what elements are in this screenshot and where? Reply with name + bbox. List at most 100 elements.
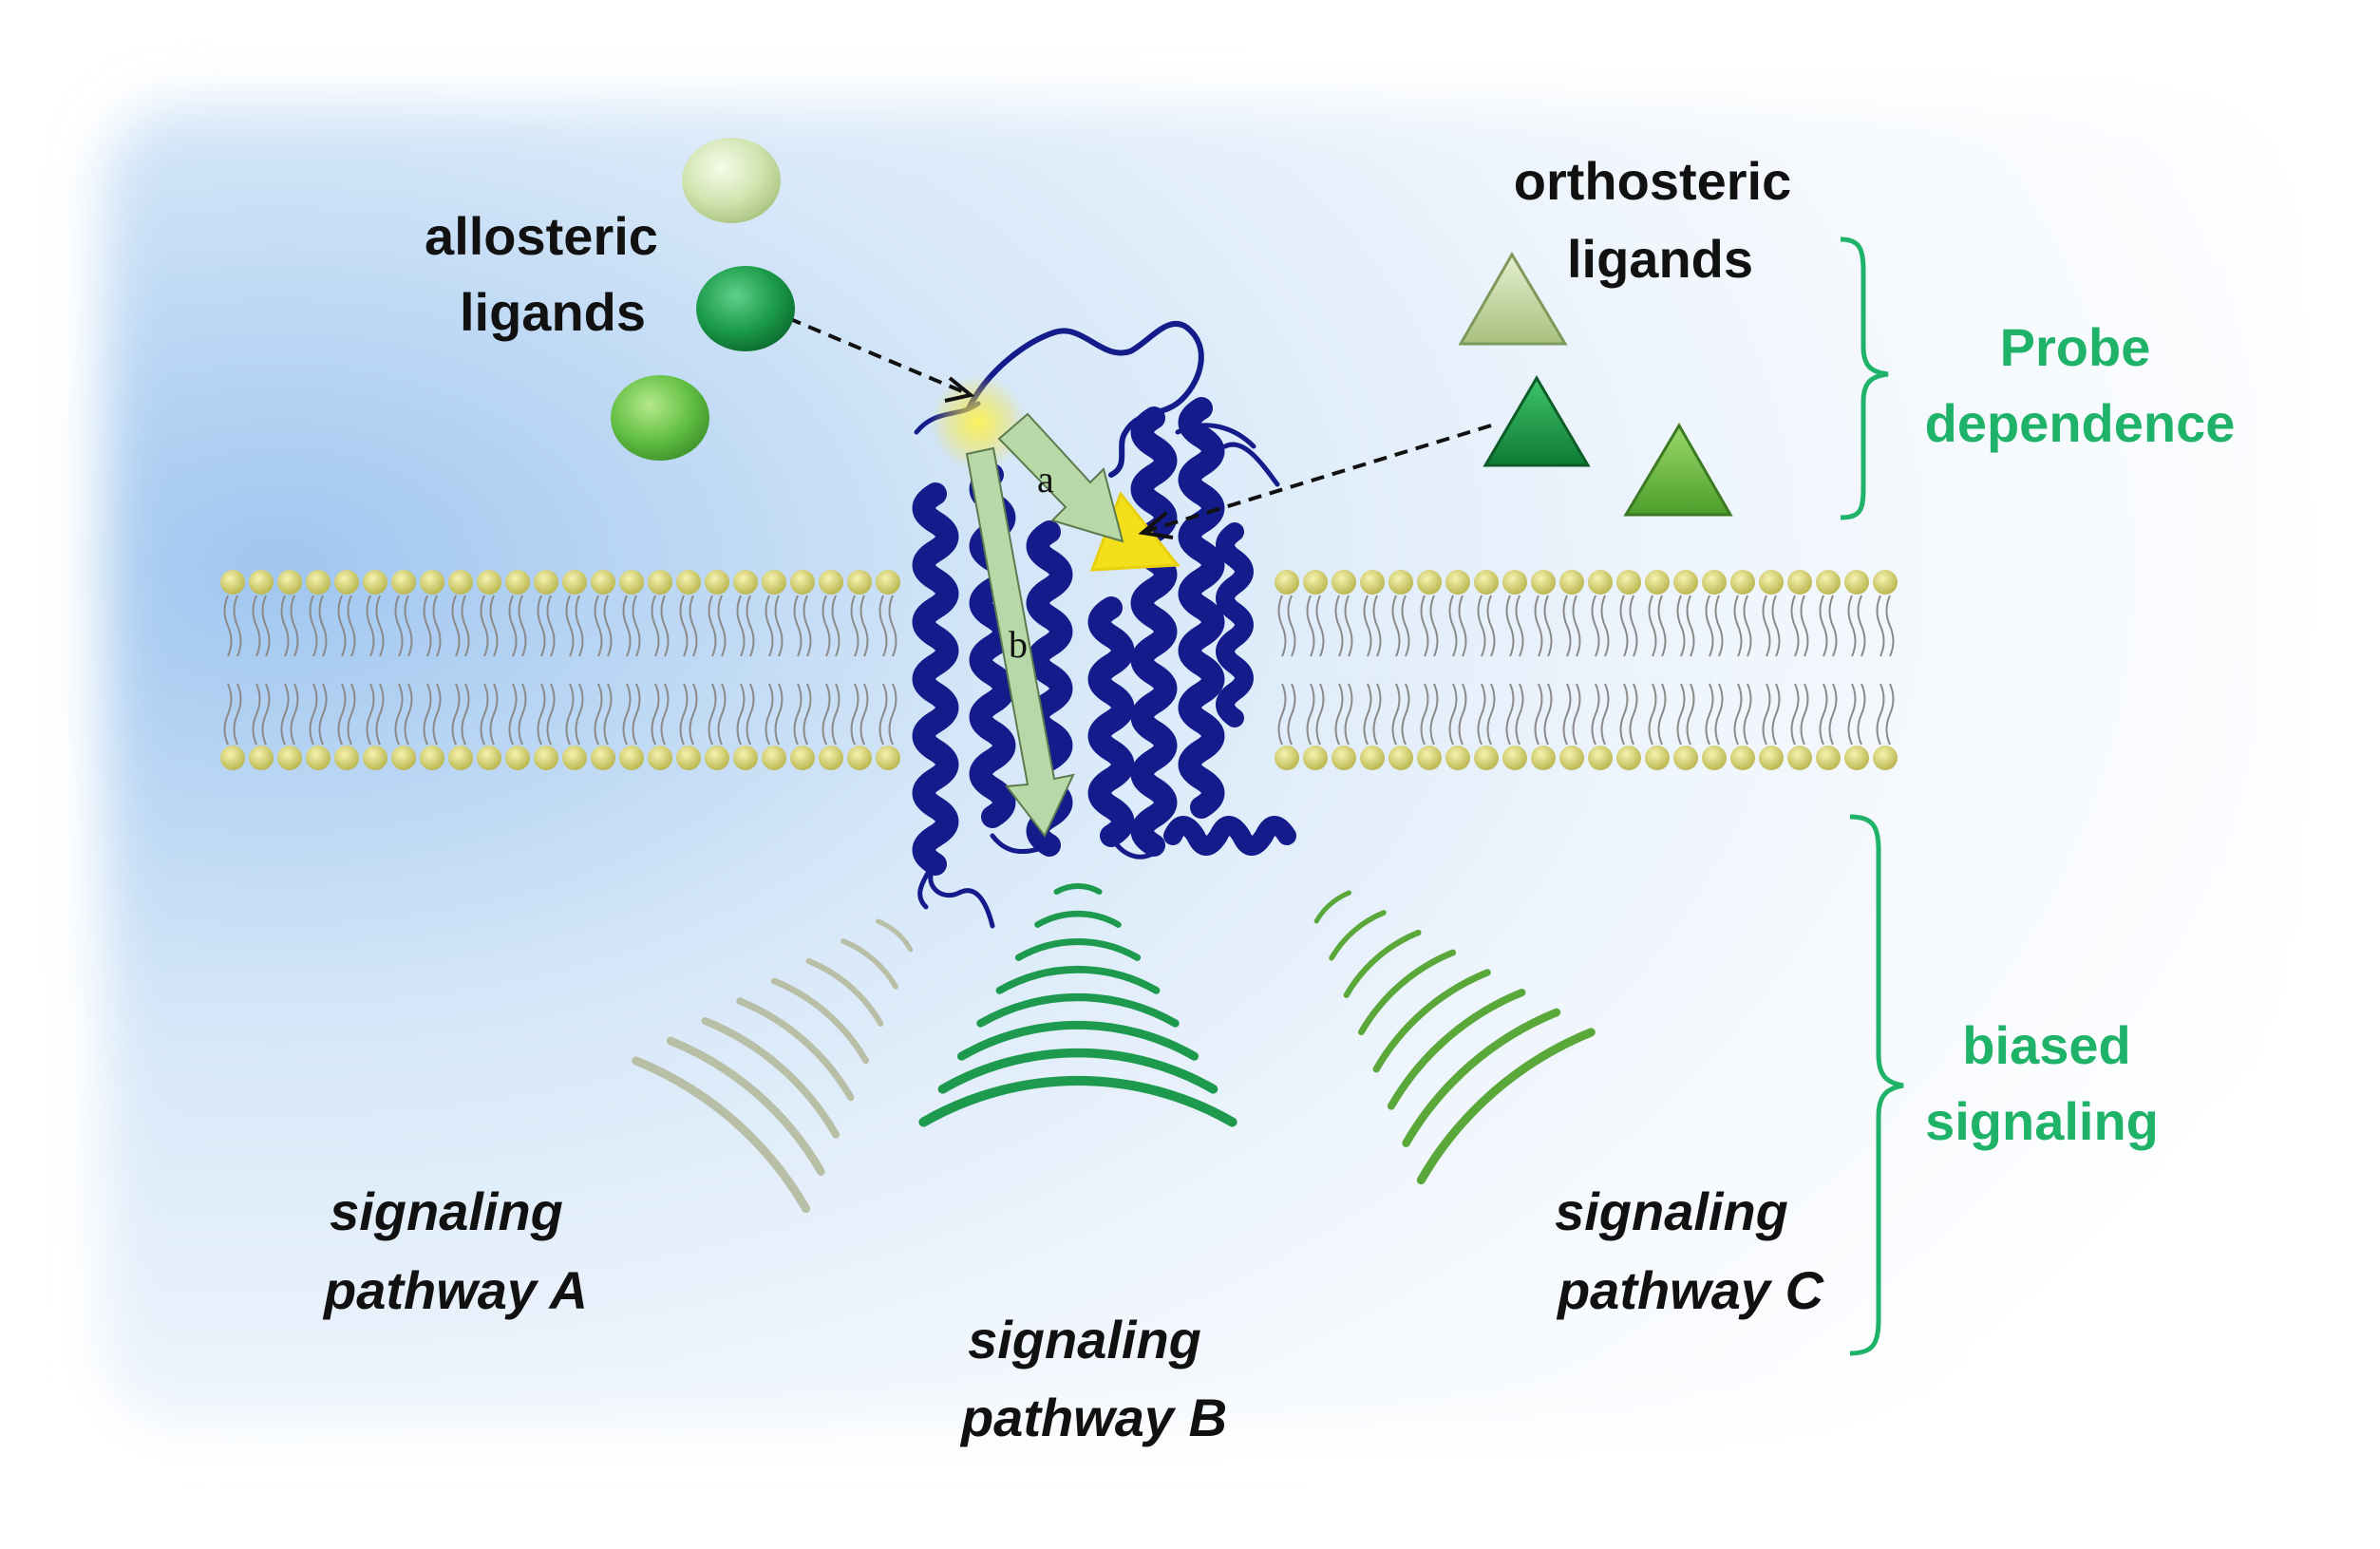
lipid-tail — [252, 595, 271, 657]
lipid-head — [1816, 746, 1841, 770]
lipid-tail — [309, 683, 328, 746]
lipid-tail — [1648, 595, 1667, 657]
lipid-head — [1303, 570, 1328, 595]
orthosteric-label-line2: ligands — [1567, 229, 1753, 289]
sphere-light-icon — [682, 138, 781, 223]
lipid-tail — [223, 683, 242, 746]
lipid-tail — [1391, 595, 1410, 657]
lipid-tail — [793, 683, 812, 746]
lipid-tail — [651, 683, 670, 746]
lipid-tail — [366, 595, 385, 657]
lipid-tail — [223, 595, 242, 657]
lipid-tail — [850, 683, 869, 746]
lipid-head — [1502, 746, 1527, 770]
signal-wave — [770, 977, 869, 1065]
lipid-tail — [765, 595, 784, 657]
lipid-head — [1559, 746, 1584, 770]
lipid-tail — [679, 595, 698, 657]
lipid-head — [847, 570, 872, 595]
lipid-tail — [736, 595, 755, 657]
lipid-head — [876, 746, 900, 770]
lipid-tail — [508, 595, 527, 657]
lipid-tail — [1676, 683, 1695, 746]
lipid-tail — [252, 683, 271, 746]
lipid-tail — [1477, 683, 1496, 746]
lipid-tail — [1420, 683, 1439, 746]
triangle-light-icon — [1458, 252, 1568, 346]
lipid-tail — [1420, 595, 1439, 657]
lipid-head — [790, 570, 815, 595]
lipid-tail — [451, 683, 470, 746]
lipid-head — [534, 746, 558, 770]
lipid-head — [1873, 570, 1898, 595]
lipid-tail — [622, 595, 641, 657]
lipid-head — [1702, 570, 1727, 595]
pathway-b-waves — [918, 883, 1237, 1127]
allosteric-ligand-icons — [611, 138, 795, 461]
lipid-tail — [878, 595, 897, 657]
lipid-tail — [1448, 683, 1467, 746]
lipid-tail — [594, 595, 613, 657]
lipid-head — [648, 570, 672, 595]
lipid-head — [1474, 746, 1499, 770]
lipid-head — [277, 746, 302, 770]
lipid-tail — [1790, 683, 1809, 746]
lipid-tail — [451, 595, 470, 657]
signal-wave — [841, 938, 898, 990]
lipid-head — [676, 570, 701, 595]
probe-label-line1: Probe — [2000, 317, 2151, 377]
lipid-tail — [1591, 595, 1610, 657]
lipid-head — [1730, 570, 1755, 595]
lipid-head — [220, 746, 245, 770]
signal-wave — [805, 957, 884, 1027]
lipid-head — [477, 570, 501, 595]
lipid-head — [1417, 570, 1442, 595]
helix-1 — [912, 482, 959, 876]
lipid-head — [676, 746, 701, 770]
lipid-tail — [1876, 683, 1895, 746]
lipid-head — [1844, 746, 1869, 770]
lipid-head — [249, 746, 274, 770]
lipid-tail — [594, 683, 613, 746]
lipid-head — [1388, 570, 1413, 595]
lipid-tail — [508, 683, 527, 746]
lipid-tail — [537, 683, 556, 746]
lipid-head — [1588, 570, 1613, 595]
signal-wave — [995, 965, 1161, 994]
lipid-head — [334, 746, 359, 770]
lipid-tail — [1847, 595, 1866, 657]
lipid-head — [819, 746, 843, 770]
lipid-head — [1531, 746, 1556, 770]
lipid-head — [1332, 746, 1356, 770]
lipid-tail — [1762, 595, 1781, 657]
lipid-head — [363, 746, 387, 770]
lipid-tail — [1534, 683, 1553, 746]
lipid-head — [648, 746, 672, 770]
signal-wave — [937, 1048, 1218, 1094]
lipid-tail — [1477, 595, 1496, 657]
lipid-head — [1816, 570, 1841, 595]
lipid-head — [1332, 570, 1356, 595]
lipid-head — [591, 746, 615, 770]
pathway-a-label-line1: signaling — [330, 1181, 563, 1241]
lipid-head — [448, 746, 473, 770]
lipid-head — [1844, 570, 1869, 595]
signal-wave — [701, 1017, 841, 1139]
lipid-tail — [1334, 595, 1353, 657]
lipid-tail — [1705, 595, 1724, 657]
lipid-tail — [1534, 595, 1553, 657]
pathway-b-label-line2: pathway B — [959, 1388, 1227, 1447]
helix-4 — [1087, 596, 1135, 847]
allosteric-label-line2: ligands — [460, 282, 646, 342]
lipid-head — [534, 570, 558, 595]
lipid-head — [1616, 746, 1641, 770]
orthosteric-label-line1: orthosteric — [1514, 151, 1792, 211]
lipid-head — [762, 746, 786, 770]
lipid-tail — [394, 595, 413, 657]
sphere-medium-icon — [611, 375, 709, 461]
lipid-head — [1474, 570, 1499, 595]
lipid-head — [1388, 746, 1413, 770]
lipid-tail — [1562, 683, 1581, 746]
lipid-tail — [1334, 683, 1353, 746]
